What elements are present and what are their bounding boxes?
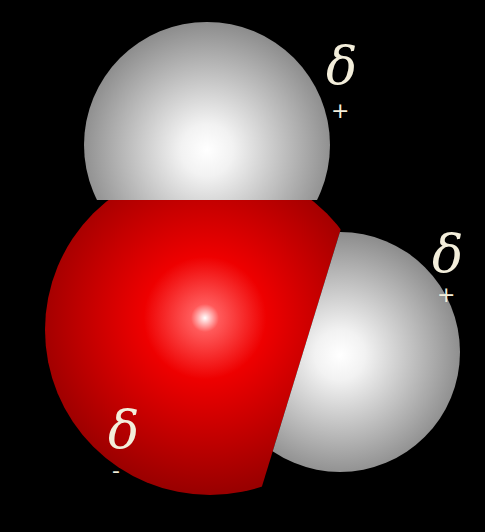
partial-charge-symbol: δ: [326, 40, 357, 92]
charge-sign: +: [331, 100, 349, 122]
hydrogen-atom: [84, 22, 330, 200]
hydrogen-atom: [220, 232, 460, 472]
partial-charge-symbol: δ: [108, 404, 139, 456]
partial-charge-symbol: δ: [432, 228, 463, 280]
charge-sign: -: [112, 460, 120, 482]
charge-sign: +: [437, 284, 455, 306]
